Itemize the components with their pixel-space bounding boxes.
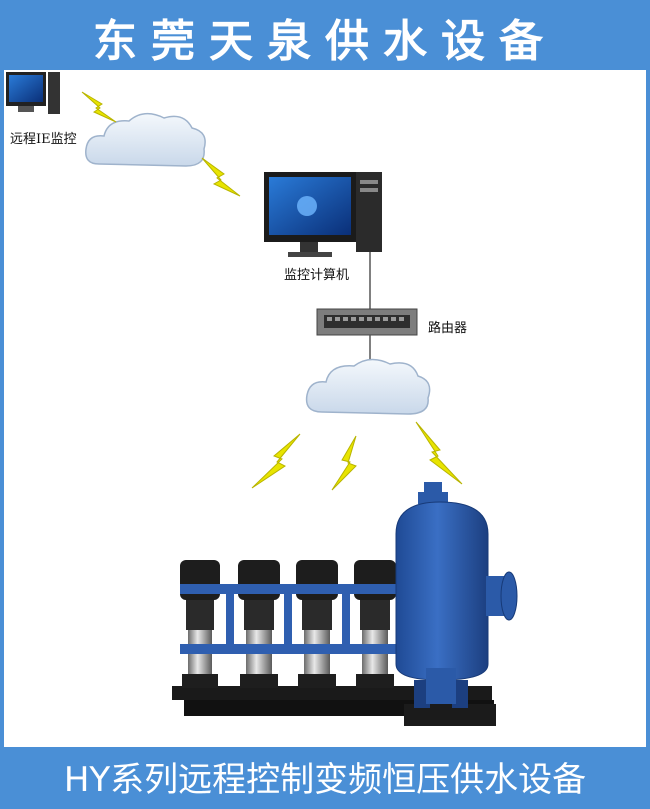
lightning-icon [81,91,117,123]
pump-station-illustration [172,482,518,726]
router-label: 路由器 [428,321,468,336]
lightning-icon [331,435,357,491]
lightning-icon [251,433,301,489]
remote-monitor-label: 远程IE监控 [10,132,77,147]
remote-computer-icon [6,72,60,114]
pump-icon [238,560,280,688]
monitoring-computer-icon [264,172,382,257]
footer-caption: HY系列远程控制变频恒压供水设备 [63,759,587,800]
internet-cloud-icon [305,358,431,415]
pump-icon [296,560,338,688]
pressure-tank-icon [395,482,518,708]
footer-banner: HY系列远程控制变频恒压供水设备 [4,747,646,805]
header-banner: 东莞天泉供水设备 [4,4,646,70]
internet-cloud-icon [85,112,206,167]
pump-icon [354,560,396,688]
header-title: 东莞天泉供水设备 [93,16,557,67]
pump-icon [180,560,220,688]
lightning-icon [415,421,463,485]
network-diagram [6,72,518,726]
monitoring-computer-label: 监控计算机 [284,268,350,283]
lightning-icon [201,157,241,197]
router-icon [316,308,418,336]
